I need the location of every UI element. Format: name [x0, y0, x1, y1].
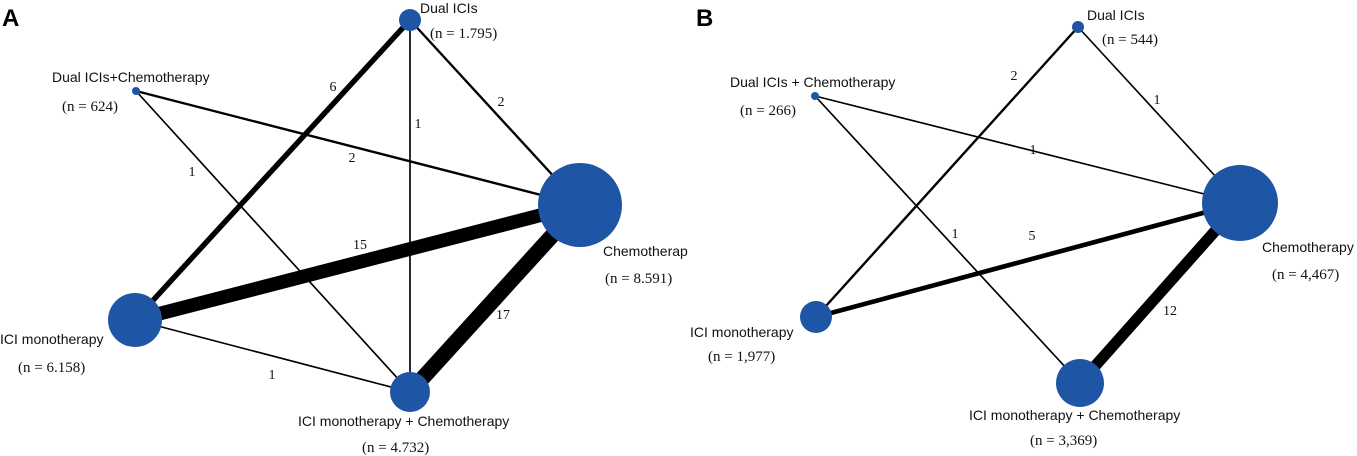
edge-label-dual-mono: 2 — [1011, 69, 1018, 84]
node-count-mono: (n = 1,977) — [708, 349, 775, 365]
node-chemo — [1202, 165, 1278, 241]
edge-mono-chemo — [133, 198, 582, 327]
panel-a: A Dual ICIs (n = 1.795) Dual ICIs+Chemother… — [0, 0, 688, 456]
edge-mono-chemo — [815, 200, 1241, 320]
node-name-dual: Dual ICIs — [1087, 7, 1145, 23]
node-name-dualchemo: Dual ICIs + Chemotherapy — [730, 74, 895, 90]
edge-dual-chemo — [1077, 26, 1241, 204]
edge-dualchemo-chemo — [814, 95, 1241, 204]
node-mono — [108, 293, 162, 347]
edge-label-monochemo-chemo: 17 — [496, 308, 510, 323]
node-count-mono: (n = 6.158) — [18, 360, 85, 376]
edge-label-dual-mono: 6 — [330, 80, 337, 95]
edge-dual-mono — [133, 18, 412, 322]
node-dualchemo — [132, 87, 140, 95]
node-count-dual: (n = 1.795) — [430, 26, 497, 42]
edge-dualchemo-chemo — [135, 89, 581, 207]
node-dualchemo — [811, 92, 819, 100]
edge-label-mono-chemo: 5 — [1029, 229, 1036, 244]
edge-label-mono-chemo: 15 — [353, 238, 367, 253]
node-count-dual: (n = 544) — [1102, 32, 1158, 48]
node-count-chemo: (n = 4,467) — [1272, 267, 1339, 283]
node-count-monochemo: (n = 4.732) — [362, 440, 429, 456]
edge-label-dual-chemo: 1 — [1154, 93, 1161, 108]
node-count-dualchemo: (n = 624) — [62, 99, 118, 115]
node-mono — [800, 301, 832, 333]
edge-monochemo-chemo — [1075, 199, 1245, 387]
edge-label-dualchemo-monochemo: 1 — [952, 227, 959, 242]
node-chemo — [538, 163, 622, 247]
node-name-mono: ICI monotherapy — [690, 324, 794, 340]
panel-label: A — [2, 5, 19, 32]
node-name-mono: ICI monotherapy — [0, 331, 104, 347]
node-dual — [1072, 21, 1084, 33]
node-name-dualchemo: Dual ICIs+Chemotherapy — [52, 69, 210, 85]
node-monochemo — [390, 372, 430, 412]
node-dual — [399, 9, 421, 31]
edge-dualchemo-monochemo — [135, 90, 411, 393]
edge-dualchemo-monochemo — [814, 95, 1081, 384]
edge-label-dual-monochemo: 1 — [415, 117, 422, 132]
panel-b: B Dual ICIs (n = 544) Dual ICIs + Chemother… — [690, 5, 1354, 449]
edge-label-dualchemo-chemo: 2 — [349, 151, 356, 166]
node-name-chemo: Chemotherap — [603, 243, 688, 259]
node-count-chemo: (n = 8.591) — [605, 271, 672, 287]
edge-label-dual-chemo: 2 — [498, 95, 505, 110]
edge-monochemo-chemo — [404, 199, 586, 398]
node-name-dual: Dual ICIs — [420, 0, 478, 16]
node-count-dualchemo: (n = 266) — [740, 103, 796, 119]
edge-label-dualchemo-chemo: 1 — [1030, 143, 1037, 158]
node-monochemo — [1056, 359, 1104, 407]
panel-label: B — [696, 5, 713, 32]
edge-dual-mono — [815, 26, 1079, 318]
edge-label-monochemo-chemo: 12 — [1163, 304, 1177, 319]
edge-label-mono-monochemo: 1 — [269, 368, 276, 383]
edge-label-dualchemo-monochemo: 1 — [189, 165, 196, 180]
node-name-monochemo: ICI monotherapy + Chemotherapy — [969, 407, 1180, 423]
node-count-monochemo: (n = 3,369) — [1030, 433, 1097, 449]
edge-mono-monochemo — [134, 319, 411, 393]
node-name-chemo: Chemotherapy — [1262, 239, 1354, 255]
node-name-monochemo: ICI monotherapy + Chemotherapy — [298, 413, 509, 429]
